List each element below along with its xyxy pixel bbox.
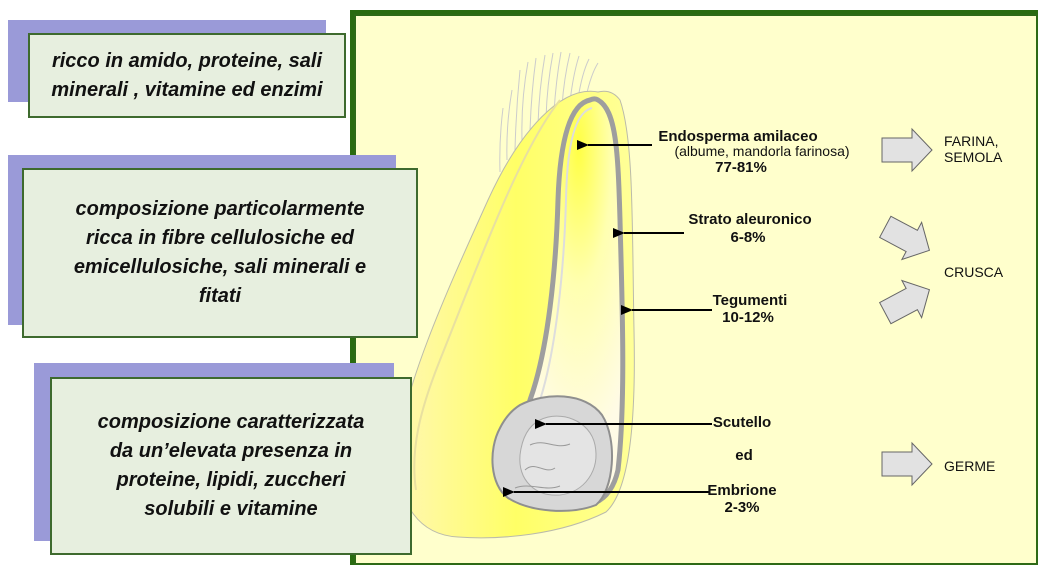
label-scutello: Scutello [713,414,771,431]
product-semola: SEMOLA [944,149,1003,165]
product-germe: GERME [944,458,995,474]
callout-bran: composizione particolarmente ricca in fi… [22,168,418,338]
callout-endosperm: ricco in amido, proteine, sali minerali … [28,33,346,118]
callout-bran-text: composizione particolarmente ricca in fi… [74,195,366,311]
label-aleuronico-percent: 6-8% [730,229,765,246]
callout-germ-text: composizione caratterizzata da un’elevat… [98,408,365,524]
label-ed: ed [735,447,753,464]
label-endosperma-percent: 77-81% [715,159,767,176]
arrow-tegumenti-to-crusca [875,271,939,332]
product-farina: FARINA, [944,133,998,149]
label-endosperma-detail: (albume, mandorla farinosa) [674,143,849,159]
callout-endosperm-text: ricco in amido, proteine, sali minerali … [51,47,322,105]
arrow-to-germe [882,443,932,485]
label-embrione-percent: 2-3% [724,499,759,516]
arrow-to-farina [882,129,932,171]
product-arrows [875,129,939,485]
label-aleuronico-name: Strato aleuronico [688,211,811,228]
label-tegumenti-name: Tegumenti [713,292,788,309]
label-tegumenti-percent: 10-12% [722,309,774,326]
callout-germ: composizione caratterizzata da un’elevat… [50,377,412,555]
arrow-aleuronico-to-crusca [875,208,939,269]
product-crusca: CRUSCA [944,264,1004,280]
label-embrione-name: Embrione [707,482,776,499]
germ-inner [520,416,596,495]
